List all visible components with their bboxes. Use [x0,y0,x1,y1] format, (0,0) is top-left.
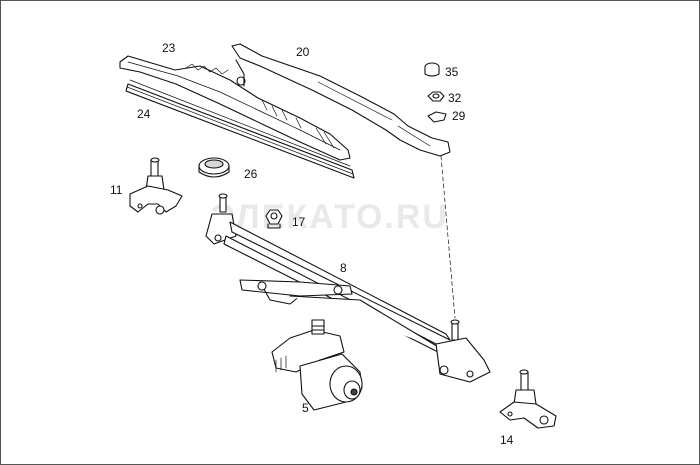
watermark: ЭЛЕКАТО.RU [211,198,449,236]
right-pivot-bearing [499,369,557,429]
part-label-14: 14 [500,433,514,447]
retaining-nut [265,209,283,229]
wiper-linkage [205,193,491,383]
washer [427,111,447,123]
left-pivot-bearing [129,157,183,215]
hex-nut [427,91,445,102]
part-label-32: 32 [448,91,462,105]
part-label-20: 20 [296,45,310,59]
part-label-29: 29 [452,109,466,123]
wiper-blade-rubber [125,79,355,179]
part-label-11: 11 [110,183,123,197]
part-label-35: 35 [445,65,459,79]
wiper-motor [271,319,363,411]
cap-nut [424,62,440,77]
part-label-17: 17 [292,215,306,229]
part-label-5: 5 [302,401,309,415]
part-label-8: 8 [340,261,347,275]
wiper-arm [231,43,451,157]
alignment-line [440,155,456,319]
part-label-24: 24 [137,107,151,121]
wiper-blade [119,55,351,161]
grommet [198,157,230,178]
part-label-23: 23 [162,41,176,55]
part-label-26: 26 [244,167,258,181]
